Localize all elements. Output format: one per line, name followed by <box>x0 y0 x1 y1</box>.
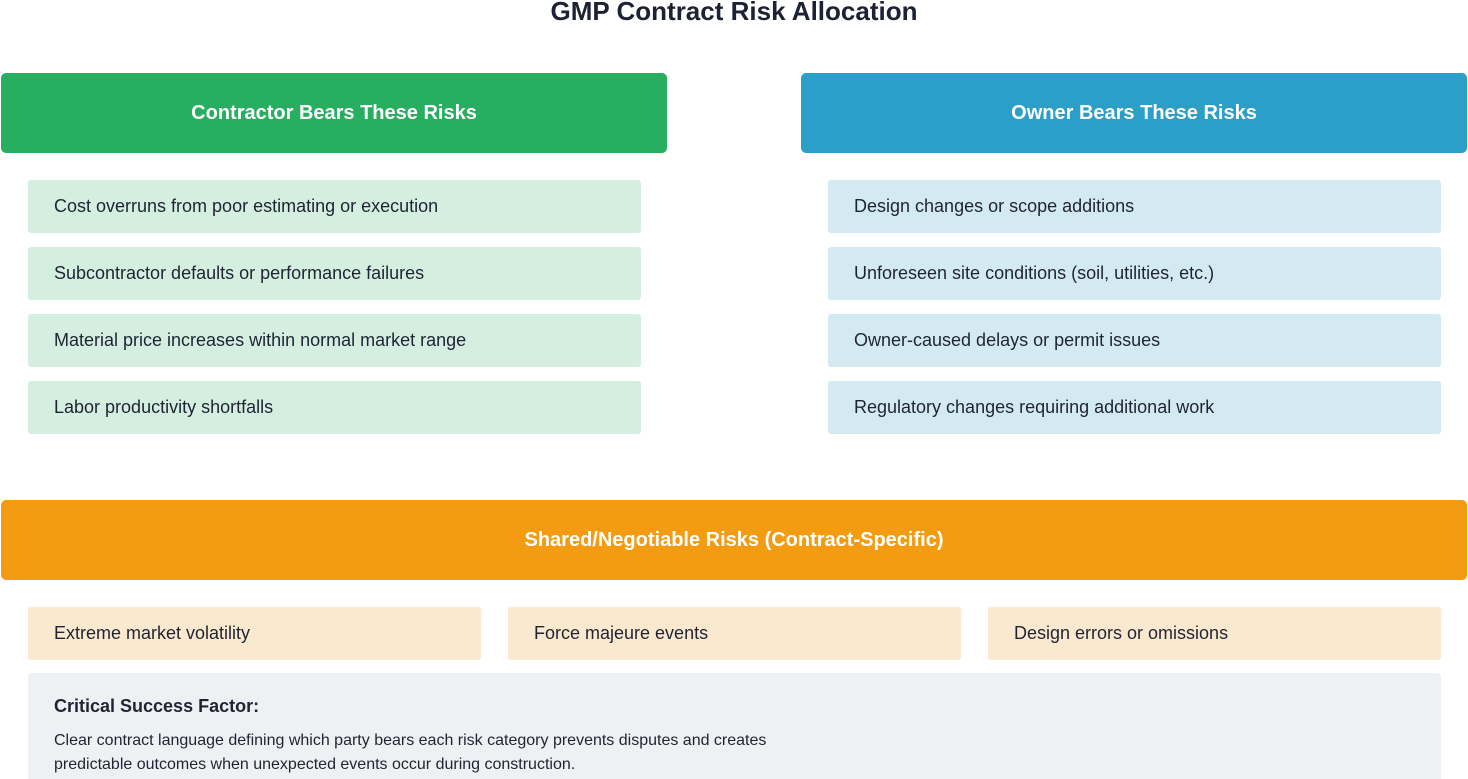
owner-risks-header: Owner Bears These Risks <box>801 73 1467 153</box>
owner-risk-item: Owner-caused delays or permit issues <box>828 314 1441 367</box>
owner-risk-item: Unforeseen site conditions (soil, utilit… <box>828 247 1441 300</box>
contractor-risk-item: Labor productivity shortfalls <box>28 381 641 434</box>
contractor-risk-item: Cost overruns from poor estimating or ex… <box>28 180 641 233</box>
owner-risk-item: Design changes or scope additions <box>828 180 1441 233</box>
contractor-risk-item: Material price increases within normal m… <box>28 314 641 367</box>
critical-success-factor-box: Critical Success Factor: Clear contract … <box>28 673 1441 779</box>
shared-risk-item: Design errors or omissions <box>988 607 1441 660</box>
shared-risk-item: Extreme market volatility <box>28 607 481 660</box>
contractor-risk-item: Subcontractor defaults or performance fa… <box>28 247 641 300</box>
owner-risk-list: Design changes or scope additions Unfore… <box>828 180 1441 448</box>
page-title: GMP Contract Risk Allocation <box>550 0 918 26</box>
shared-risk-item: Force majeure events <box>508 607 961 660</box>
owner-risk-item: Regulatory changes requiring additional … <box>828 381 1441 434</box>
critical-success-factor-text: Clear contract language defining which p… <box>54 732 767 773</box>
shared-risk-list: Extreme market volatility Force majeure … <box>28 607 1441 660</box>
shared-risks-header: Shared/Negotiable Risks (Contract-Specif… <box>1 500 1467 580</box>
contractor-risks-header: Contractor Bears These Risks <box>1 73 667 153</box>
contractor-risk-list: Cost overruns from poor estimating or ex… <box>28 180 641 448</box>
critical-success-factor-heading: Critical Success Factor: <box>54 696 260 716</box>
